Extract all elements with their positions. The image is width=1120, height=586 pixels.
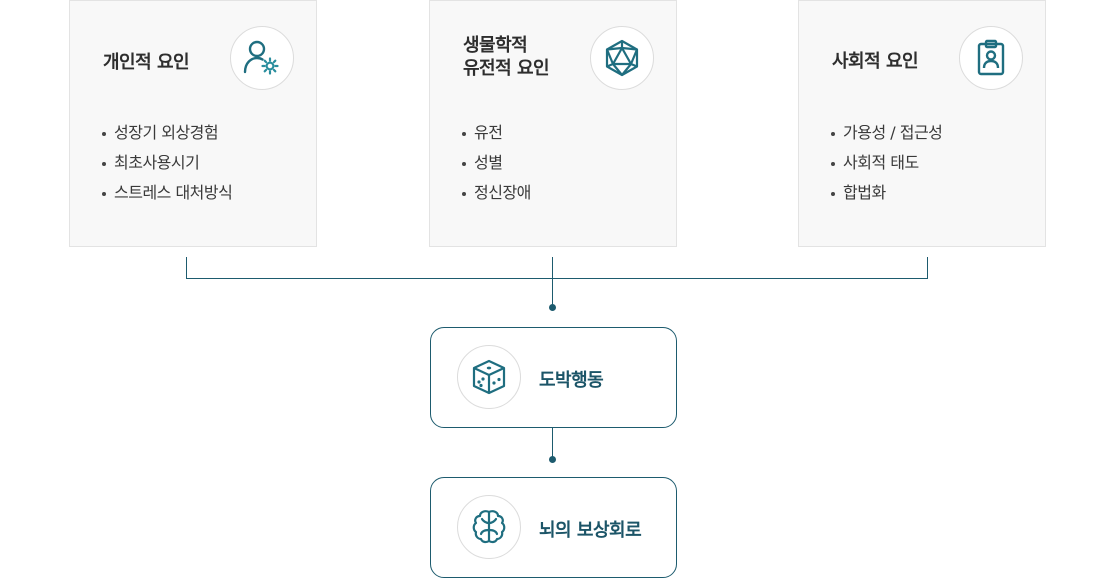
factor-list: 성장기 외상경험 최초사용시기 스트레스 대처방식 <box>100 118 233 208</box>
connector-dot <box>549 304 556 311</box>
person-gear-icon <box>230 26 294 90</box>
list-item: 가용성 / 접근성 <box>829 118 943 148</box>
node-brain-reward-circuit: 뇌의 보상회로 <box>430 477 677 578</box>
polyhedron-icon <box>590 26 654 90</box>
node-gambling-behavior: 도박행동 <box>430 327 677 428</box>
card-title: 생물학적 유전적 요인 <box>463 35 550 79</box>
list-item: 성별 <box>460 148 531 178</box>
connector-node-vertical <box>552 428 553 458</box>
node-label: 뇌의 보상회로 <box>539 520 642 541</box>
dice-icon <box>457 345 521 409</box>
connector-center-vertical <box>552 257 553 307</box>
list-item: 최초사용시기 <box>100 148 232 178</box>
factor-list: 유전 성별 정신장애 <box>460 118 531 208</box>
list-item: 성장기 외상경험 <box>100 118 232 148</box>
node-label: 도박행동 <box>539 370 604 391</box>
list-item: 합법화 <box>829 178 942 208</box>
factor-list: 가용성 / 접근성 사회적 태도 합법화 <box>829 118 943 208</box>
list-item: 정신장애 <box>460 178 531 208</box>
connector-dot <box>549 456 556 463</box>
connector-right-vertical <box>927 257 928 279</box>
connector-left-vertical <box>186 257 187 279</box>
brain-icon <box>457 495 521 559</box>
list-item: 유전 <box>460 118 531 148</box>
factor-card-social: 사회적 요인 가용성 / 접근성 사회적 태도 합법화 <box>798 0 1046 247</box>
list-item: 스트레스 대처방식 <box>100 178 233 208</box>
id-badge-icon <box>959 26 1023 90</box>
connector-horizontal <box>186 278 928 279</box>
factor-card-personal: 개인적 요인 성장기 외상경험 최초사용시기 스트레스 대처방식 <box>69 0 317 247</box>
list-item: 사회적 태도 <box>829 148 942 178</box>
card-title: 개인적 요인 <box>103 52 190 73</box>
factor-card-biological: 생물학적 유전적 요인 유전 성별 정신장애 <box>429 0 677 247</box>
card-title: 사회적 요인 <box>832 51 919 72</box>
